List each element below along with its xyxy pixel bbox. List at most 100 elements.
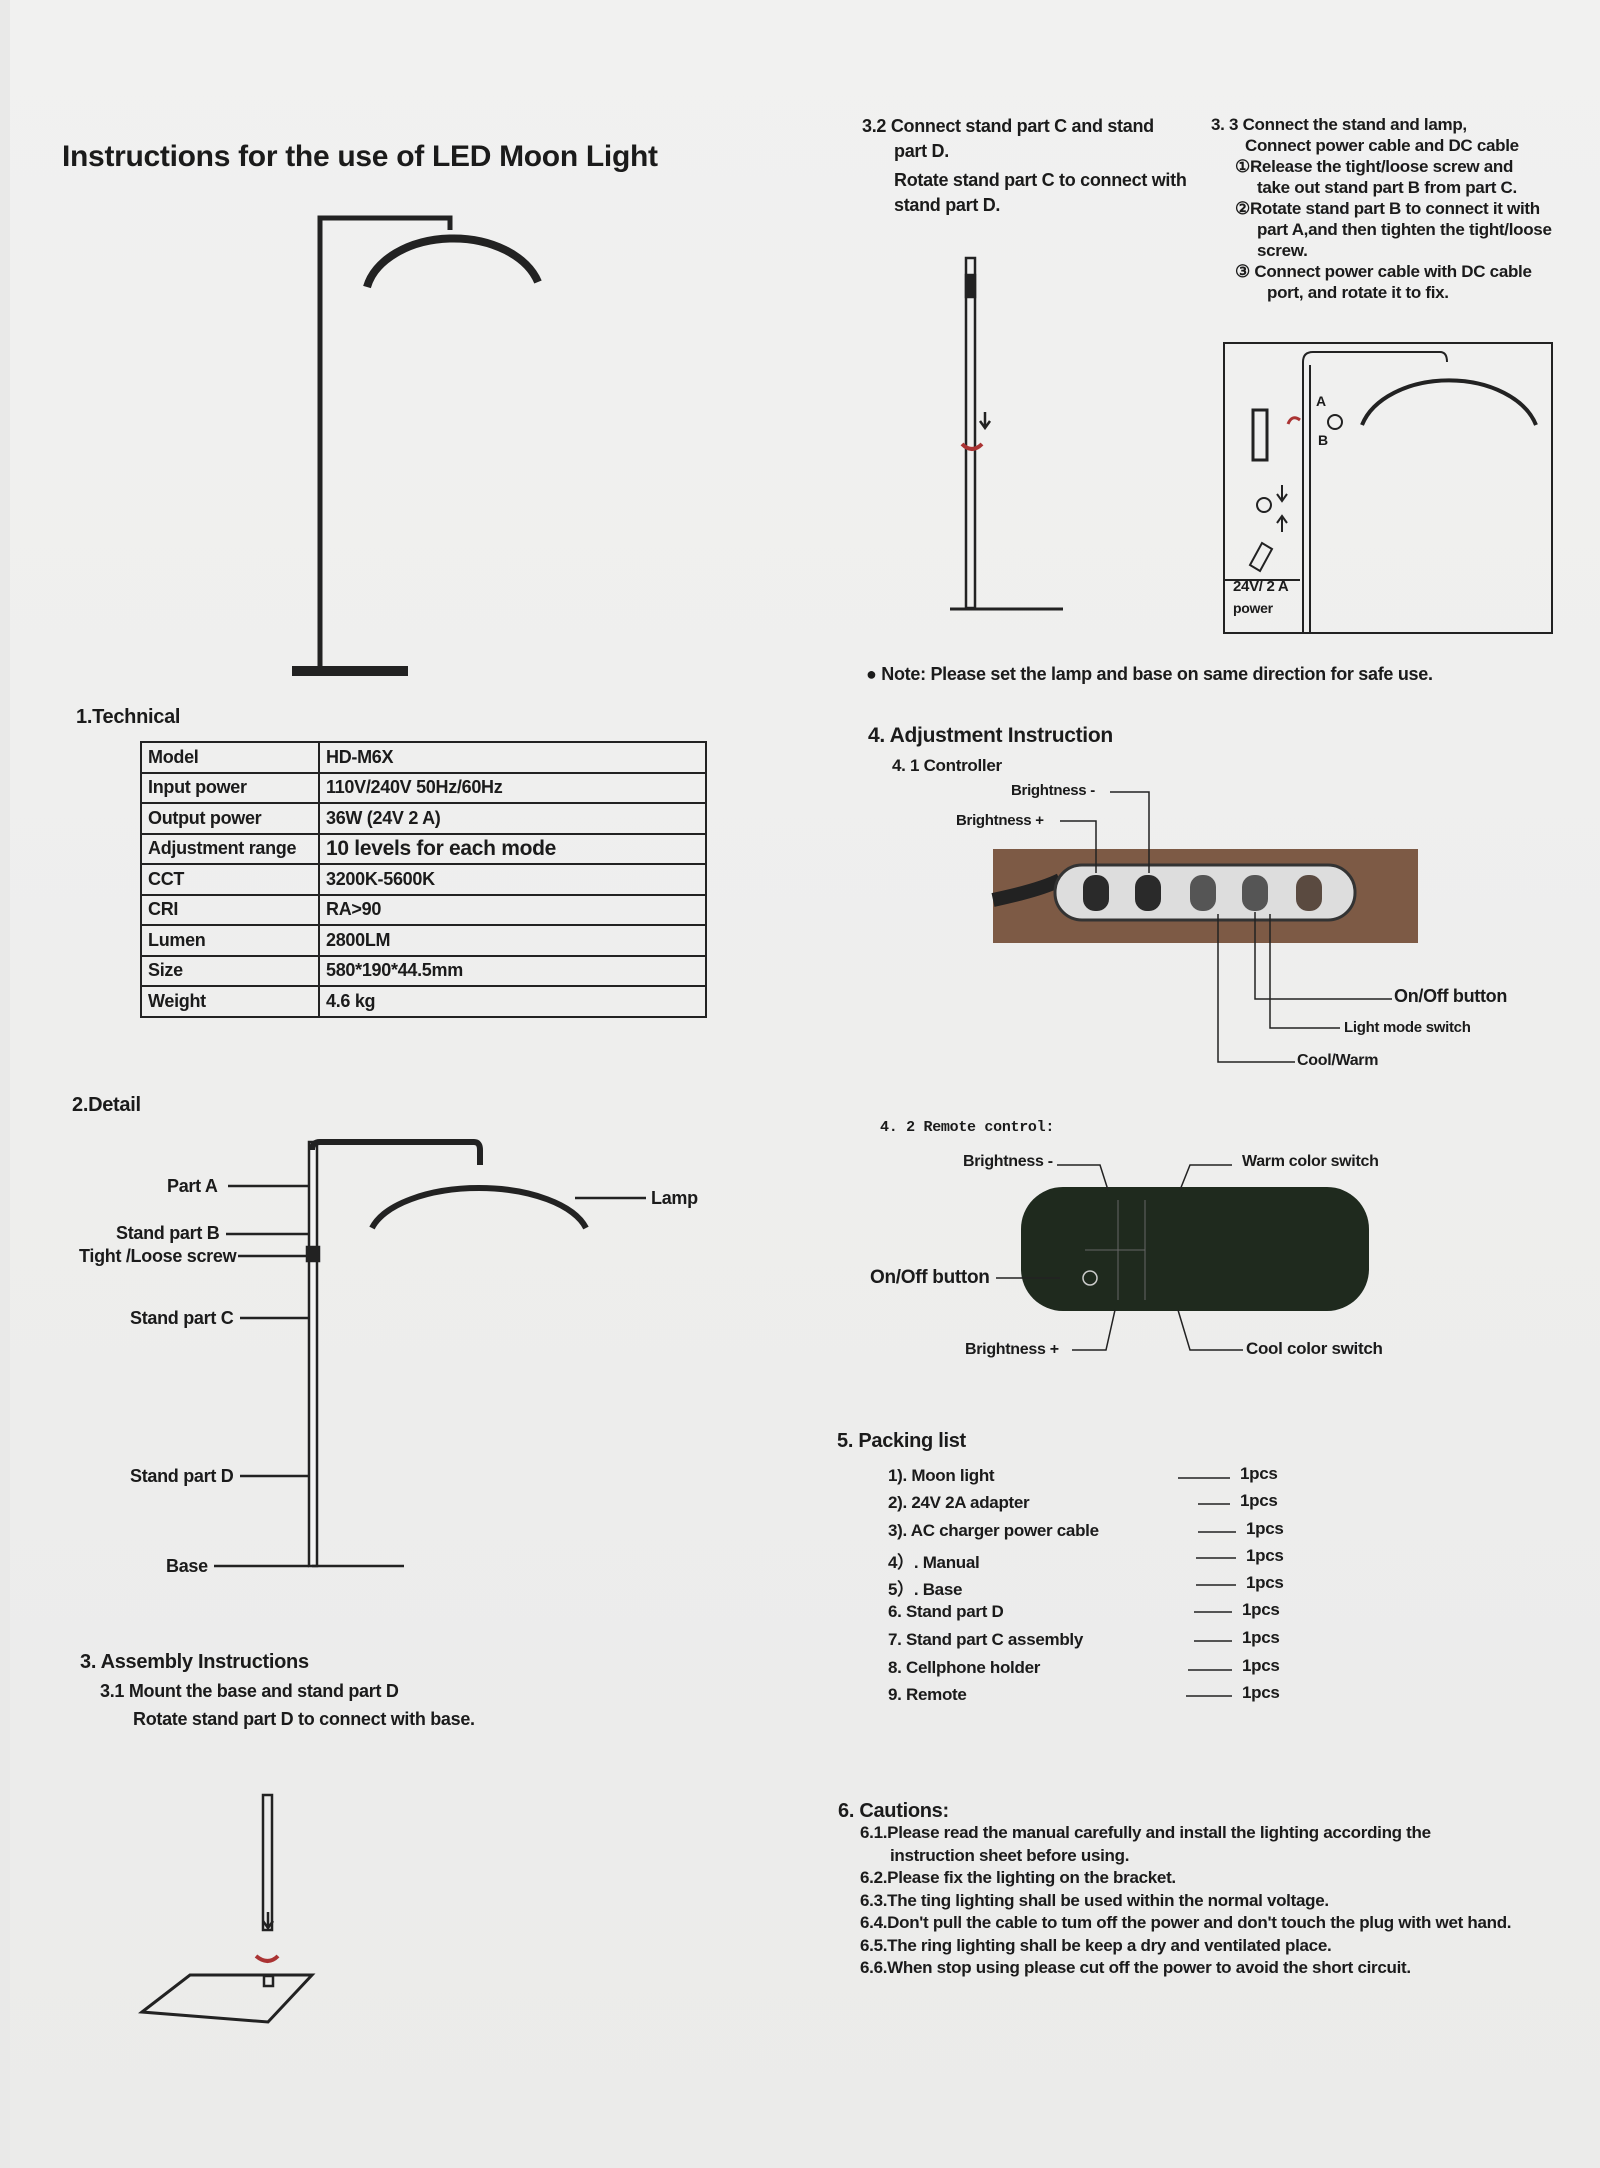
step33-line: ②Rotate stand part B to connect it with [1235, 199, 1540, 218]
step32-illustration [950, 256, 1063, 611]
spec-label: Output power [140, 802, 320, 835]
packing-item: 6. Stand part D [888, 1602, 1004, 1621]
packing-item: 7. Stand part C assembly [888, 1630, 1083, 1649]
step33-line: take out stand part B from part C. [1257, 178, 1517, 197]
detail-heading: 2.Detail [72, 1094, 141, 1116]
spec-value: 110V/240V 50Hz/60Hz [318, 771, 707, 804]
ctrl-mode-label: Light mode switch [1344, 1019, 1471, 1036]
caution-item: 6.4.Don't pull the cable to tum off the … [860, 1913, 1512, 1932]
detail-diagram [214, 1139, 646, 1568]
diagram-label-a: A [1316, 393, 1326, 409]
caution-item: 6.1.Please read the manual carefully and… [860, 1823, 1431, 1842]
spec-label: Model [140, 741, 320, 774]
caution-item: 6.3.The ting lighting shall be used with… [860, 1890, 1329, 1910]
spec-value: 3200K-5600K [318, 863, 707, 896]
diagram-label-b: B [1318, 432, 1328, 448]
ctrl-onoff-label: On/Off button [1394, 986, 1508, 1006]
step33-text: 3. 3 Connect the stand and lamp, Connect… [1211, 114, 1552, 303]
spec-label: CRI [140, 893, 320, 926]
caution-item: 6.5.The ring lighting shall be keep a dr… [860, 1935, 1332, 1955]
ctrl-brightness-plus-label: Brightness + [956, 812, 1044, 829]
step33-line: part A,and then tighten the tight/loose [1257, 220, 1552, 239]
packing-item: 2). 24V 2A adapter [888, 1493, 1030, 1512]
assembly-heading: 3. Assembly Instructions [80, 1651, 309, 1673]
packing-item: 1). Moon light [888, 1466, 995, 1485]
step31-text: Rotate stand part D to connect with base… [133, 1709, 475, 1729]
caution-item: 6.2.Please fix the lighting on the brack… [860, 1868, 1176, 1887]
remote-cool-label: Cool color switch [1246, 1339, 1383, 1358]
label-lamp: Lamp [651, 1188, 698, 1208]
label-base: Base [166, 1556, 208, 1576]
controller-leader-lines [1060, 791, 1392, 1063]
adjustment-heading: 4. Adjustment Instruction [868, 724, 1113, 747]
spec-value: 2800LM [318, 924, 707, 957]
packing-heading: 5. Packing list [837, 1430, 966, 1452]
manual-page [10, 0, 1600, 2168]
step32-line: stand part D. [894, 195, 1001, 215]
ctrl-brightness-minus-label: Brightness - [1011, 782, 1095, 799]
cautions-heading: 6. Cautions: [838, 1800, 949, 1822]
step33-line: 3. 3 Connect the stand and lamp, [1211, 115, 1467, 134]
diagram-power-label: power [1233, 600, 1273, 616]
spec-label: Input power [140, 771, 320, 804]
cautions-list: 6.1.Please read the manual carefully and… [860, 1822, 1512, 1980]
spec-value: 10 levels for each mode [318, 832, 707, 865]
spec-value: 580*190*44.5mm [318, 954, 707, 987]
packing-qty: 1pcs [1246, 1573, 1284, 1592]
packing-qty: 1pcs [1242, 1600, 1280, 1619]
controller-photo [991, 849, 1418, 943]
remote-heading: 4. 2 Remote control: [880, 1119, 1055, 1136]
safety-note: ● Note: Please set the lamp and base on … [866, 664, 1433, 684]
packing-qty: 1pcs [1242, 1628, 1280, 1647]
step31-illustration [138, 1793, 316, 2024]
step31-title: 3.1 Mount the base and stand part D [100, 1681, 399, 1701]
label-stand-d: Stand part D [130, 1466, 234, 1486]
spec-value: HD-M6X [318, 741, 707, 774]
caution-item: instruction sheet before using. [890, 1845, 1130, 1865]
remote-leader-lines [996, 1164, 1243, 1351]
moon-lamp-illustration [292, 215, 542, 676]
packing-item: 8. Cellphone holder [888, 1658, 1041, 1677]
step33-line: ①Release the tight/loose screw and [1235, 157, 1514, 176]
packing-item: 5）. Base [888, 1580, 963, 1599]
packing-qty: 1pcs [1246, 1546, 1284, 1565]
spec-value: 4.6 kg [318, 985, 707, 1018]
controller-heading: 4. 1 Controller [892, 756, 1002, 775]
step32-line: part D. [894, 141, 949, 161]
step33-line: port, and rotate it to fix. [1267, 283, 1449, 302]
step33-line: screw. [1257, 241, 1308, 260]
packing-qty: 1pcs [1242, 1656, 1280, 1675]
packing-qty: 1pcs [1242, 1683, 1280, 1702]
page-title: Instructions for the use of LED Moon Lig… [62, 140, 658, 173]
step32-line: 3.2 Connect stand part C and stand [862, 116, 1154, 136]
ctrl-coolwarm-label: Cool/Warm [1297, 1052, 1379, 1069]
packing-leader-lines [1178, 1477, 1236, 1697]
step33-line: Connect power cable and DC cable [1245, 136, 1519, 155]
remote-onoff-label: On/Off button [870, 1267, 990, 1288]
packing-item: 3). AC charger power cable [888, 1521, 1099, 1540]
label-stand-b: Stand part B [116, 1223, 220, 1243]
caution-item: 6.6.When stop using please cut off the p… [860, 1958, 1411, 1977]
label-stand-c: Stand part C [130, 1308, 234, 1328]
spec-label: Size [140, 954, 320, 987]
spec-value: 36W (24V 2 A) [318, 802, 707, 835]
packing-qty: 1pcs [1246, 1519, 1284, 1538]
spec-label: Weight [140, 985, 320, 1018]
step32-line: Rotate stand part C to connect with [894, 170, 1187, 190]
remote-brightness-plus-label: Brightness + [965, 1341, 1059, 1358]
remote-warm-label: Warm color switch [1242, 1153, 1379, 1170]
technical-heading: 1.Technical [76, 706, 181, 728]
packing-qty: 1pcs [1240, 1491, 1278, 1510]
packing-item: 9. Remote [888, 1685, 967, 1704]
